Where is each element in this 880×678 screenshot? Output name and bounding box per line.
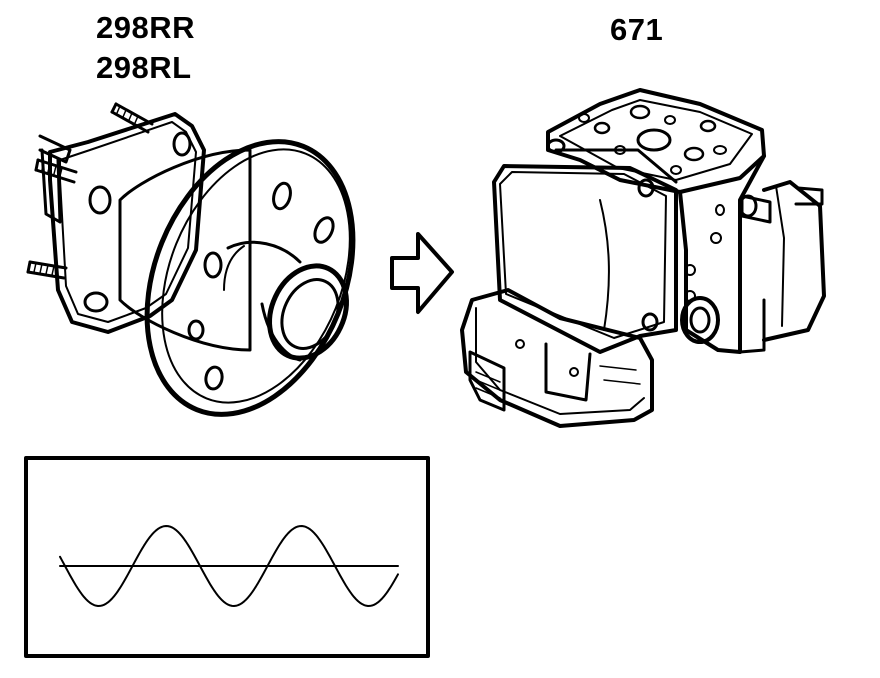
wheel-hub-illustration xyxy=(26,102,356,417)
right-arrow-icon xyxy=(390,232,454,314)
sine-waveform xyxy=(59,525,399,607)
signal-waveform-panel xyxy=(24,456,430,658)
label-wheel-hub-rr: 298RR xyxy=(96,10,195,45)
abs-unit-illustration xyxy=(460,88,826,428)
label-abs-unit: 671 xyxy=(610,12,664,47)
label-wheel-hub-rl: 298RL xyxy=(96,50,192,85)
